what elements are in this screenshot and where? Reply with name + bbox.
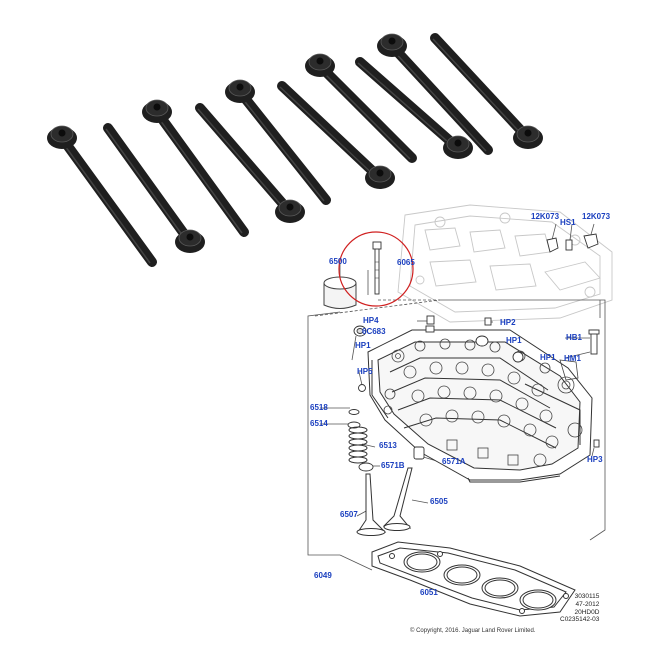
callout-6514: 6514 [310,419,328,428]
callout-6571a: 6571A [442,457,466,466]
cylinder-head-icon [367,329,593,483]
head-bolt-icon [195,103,305,223]
cylinder-head-details [383,338,583,467]
callout-6065: 6065 [397,258,415,267]
callout-hp3: HP3 [587,455,603,464]
head-bolt-callout-icon [372,241,382,295]
callout-hp4: HP4 [363,316,379,325]
callout-6049: 6049 [314,571,332,580]
callout-6051: 6051 [420,588,438,597]
callout-12k073-right: 12K073 [582,212,611,221]
head-bolt-icon [47,125,157,267]
highlight-circle-icon [338,231,414,307]
assembly-bracket-lines [307,223,606,571]
callout-6507: 6507 [340,510,358,519]
head-bolt-icon [377,33,493,155]
callout-hp5: HP5 [357,367,373,376]
callout-6518: 6518 [310,403,328,412]
head-bolt-icon [305,53,417,163]
small-plug-parts [347,315,600,472]
callout-hp1-b: HP1 [506,336,522,345]
callout-6571b: 6571B [381,461,405,470]
head-bolt-icon [142,99,249,237]
head-bolt-icon [225,79,331,205]
callout-6505: 6505 [430,497,448,506]
copyright-text: © Copyright, 2016. Jaguar Land Rover Lim… [410,628,536,634]
callout-hp1-c: HP1 [540,353,556,362]
callout-6500: 6500 [329,257,347,266]
tappet-icon [323,276,357,309]
head-bolt-icon [355,57,473,159]
reference-codes: 3030115 47-2012 20HD0D C0235142-03 [560,593,599,624]
callout-hp2: HP2 [500,318,516,327]
head-bolt-icon [430,33,543,149]
callout-hm1: HM1 [564,354,581,363]
head-bolt-icon [277,81,395,189]
ref-code: 20HD0D [574,608,600,616]
callout-hs1: HS1 [560,218,576,227]
callout-hp1-a: HP1 [355,341,371,350]
valve-icon [356,467,413,536]
camshaft-cover-icon [397,204,613,323]
ref-code: 3030115 [574,593,600,600]
callout-6513: 6513 [379,441,397,450]
callout-hb1: HB1 [566,333,583,342]
callout-6c683: 6C683 [362,327,386,336]
ref-code: C0235142-03 [560,616,600,624]
sensor-parts [546,233,599,253]
callout-12k073-left: 12K073 [531,212,560,221]
head-gasket-icon [371,541,576,617]
ref-code: 47-2012 [575,600,600,608]
valve-spring-icon [348,426,368,464]
head-bolt-icon [103,123,205,253]
